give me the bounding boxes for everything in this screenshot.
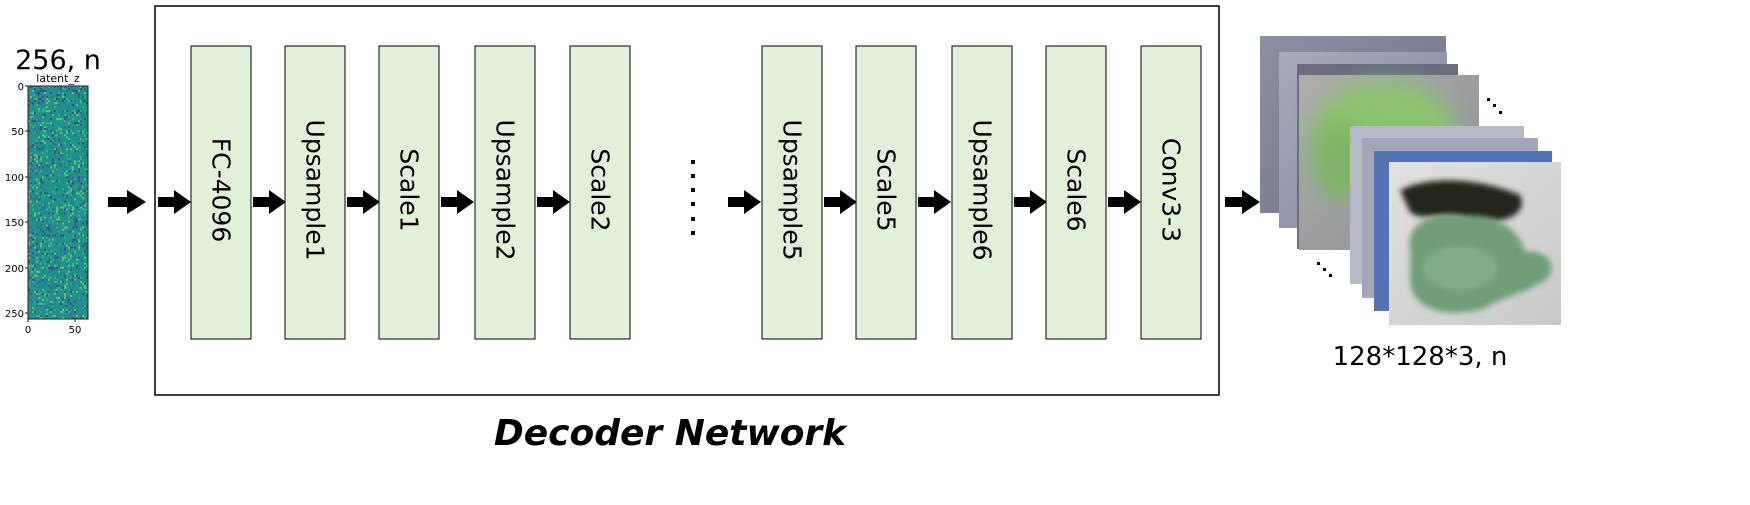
- layer-upsample1: Upsample1: [284, 45, 346, 340]
- layer-upsample5: Upsample5: [761, 45, 823, 340]
- latent-heatmap: [28, 86, 88, 319]
- layer-upsample2: Upsample2: [474, 45, 536, 340]
- arrow-to-scale2: [537, 190, 570, 214]
- arrow-to-scale6: [1014, 190, 1047, 214]
- layer-label-upsample6: Upsample6: [968, 120, 997, 261]
- layer-label-upsample5: Upsample5: [778, 120, 807, 261]
- heatmap-frame: [27, 85, 89, 320]
- arrow-to-conv3-3: [1108, 190, 1141, 214]
- layer-label-scale2: Scale2: [586, 148, 615, 231]
- layer-label-conv3-3: Conv3-3: [1157, 138, 1186, 242]
- layer-fc-4096: FC-4096: [190, 45, 252, 340]
- layer-box-upsample5: [761, 45, 823, 340]
- layer-box-upsample1: [284, 45, 346, 340]
- arrow-to-upsample1: [253, 190, 286, 214]
- layer-upsample6: Upsample6: [951, 45, 1013, 340]
- layer-label-scale6: Scale6: [1062, 148, 1091, 231]
- layer-box-scale1: [378, 45, 440, 340]
- layer-label-scale1: Scale1: [395, 148, 424, 231]
- y-tick-100: 100: [5, 173, 24, 184]
- layer-label-upsample2: Upsample2: [491, 120, 520, 261]
- stack-ellipsis-top: [1487, 98, 1502, 114]
- arrow-to-fc-4096: [158, 190, 191, 214]
- arrow-output: [1225, 190, 1260, 214]
- layer-box-scale6: [1045, 45, 1107, 340]
- layer-scale6: Scale6: [1045, 45, 1107, 340]
- layer-scale2: Scale2: [569, 45, 631, 340]
- layer-scale5: Scale5: [855, 45, 917, 340]
- layer-box-scale2: [569, 45, 631, 340]
- heatmap-y-axis: 0 50 100 150 200 250: [5, 82, 28, 320]
- layer-box-fc-4096: [190, 45, 252, 340]
- heatmap-title: latent_z: [36, 72, 80, 85]
- y-tick-200: 200: [5, 264, 24, 275]
- layer-label-upsample1: Upsample1: [301, 120, 330, 261]
- output-size-label: 128*128*3, n: [1333, 342, 1508, 372]
- y-tick-250: 250: [5, 309, 24, 320]
- decoder-layers: FC-4096 Upsample1 Scale1 Upsample2 Scale2 Ups…: [158, 45, 1202, 340]
- y-tick-150: 150: [5, 218, 24, 229]
- x-tick-0: 0: [25, 325, 31, 336]
- y-tick-50: 50: [11, 127, 24, 138]
- ellipsis-dots: [691, 160, 695, 235]
- arrow-to-upsample5: [728, 190, 761, 214]
- layer-box-scale5: [855, 45, 917, 340]
- layer-conv3-3: Conv3-3: [1140, 45, 1202, 340]
- stack-ellipsis-bottom: [1317, 262, 1332, 277]
- y-tick-0: 0: [18, 82, 24, 93]
- input-size-label: 256, n: [15, 45, 101, 76]
- x-tick-50: 50: [69, 325, 82, 336]
- layer-box-conv3-3: [1140, 45, 1202, 340]
- latent-input: 256, n latent_z 0 50 100 150 200 250 0 5…: [5, 45, 101, 336]
- front-leaf-image: [1400, 180, 1552, 313]
- arrow-to-scale1: [347, 190, 380, 214]
- arrow-to-upsample2: [441, 190, 474, 214]
- layer-label-fc-4096: FC-4096: [207, 138, 236, 242]
- layer-label-scale5: Scale5: [872, 148, 901, 231]
- diagram-caption: Decoder Network: [494, 413, 848, 454]
- heatmap-x-axis: 0 50: [25, 319, 82, 336]
- arrow-to-scale5: [824, 190, 857, 214]
- layer-box-upsample6: [951, 45, 1013, 340]
- arrow-to-upsample6: [918, 190, 951, 214]
- layer-box-upsample2: [474, 45, 536, 340]
- arrow-input: [108, 190, 146, 214]
- layer-scale1: Scale1: [378, 45, 440, 340]
- output-image-stack: [1260, 36, 1561, 325]
